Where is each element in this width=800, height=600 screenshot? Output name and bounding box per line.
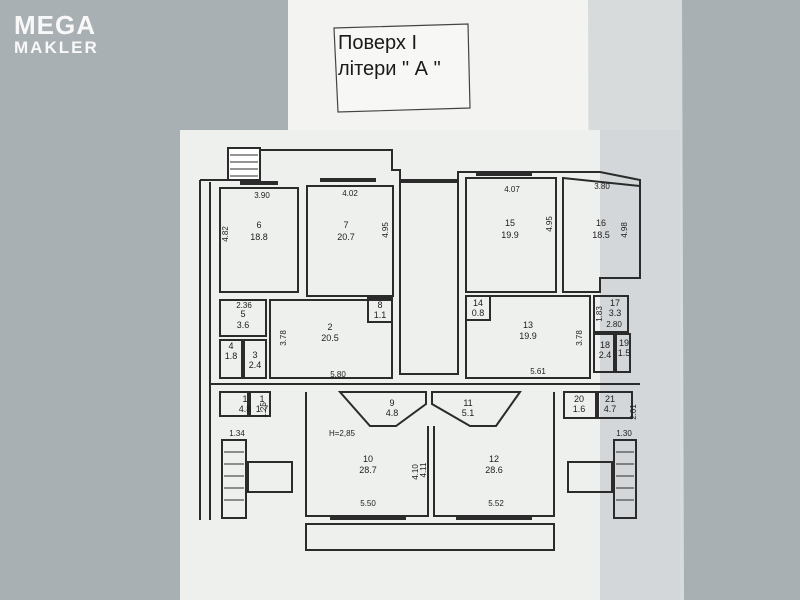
room-17-area: 3.3: [609, 308, 622, 318]
dim-label: 1.30: [616, 429, 632, 438]
room-21-area: 4.7: [604, 404, 617, 414]
room-17-number: 17: [610, 298, 620, 308]
room-11-area: 5.1: [462, 408, 475, 418]
room-9-area: 4.8: [386, 408, 399, 418]
room-10-area: 28.7: [359, 465, 377, 475]
room-4-area: 1.8: [225, 351, 238, 361]
room-19-area: 1.5: [618, 348, 631, 358]
title-box: [333, 23, 471, 113]
dim-label: 2.36: [236, 301, 252, 310]
dim-label: 1.34: [229, 429, 245, 438]
room-19-number: 19: [619, 338, 629, 348]
room-4-number: 4: [228, 341, 233, 351]
dim-label: 5.50: [360, 499, 376, 508]
room-12-number: 12: [489, 454, 499, 464]
room-3-area: 2.4: [249, 360, 262, 370]
room-11-number: 11: [463, 398, 472, 408]
room-18-area: 2.4: [599, 350, 612, 360]
dim-label: 2.80: [606, 320, 622, 329]
dim-label: 4.95: [381, 222, 390, 238]
paper-plan-area: [180, 130, 600, 600]
room-1b-area: 1.7: [256, 404, 269, 414]
room-20-number: 20: [574, 394, 584, 404]
dim-label: 1.25: [259, 402, 268, 418]
dim-label: 2.01: [629, 404, 638, 420]
dim-label: 3.78: [575, 330, 584, 346]
dim-label: 5.52: [488, 499, 504, 508]
room-16-area: 18.5: [592, 230, 610, 240]
dim-label: 4.07: [504, 185, 520, 194]
dim-label: 4.11: [419, 462, 428, 478]
room-15-number: 15: [505, 218, 515, 228]
room-1b-number: 1: [259, 394, 264, 404]
room-3-number: 3: [252, 350, 257, 360]
dim-label: 1.83: [595, 306, 604, 322]
stair-treads: [224, 154, 634, 501]
dim-label: 4.02: [342, 189, 358, 198]
room-8-area: 1.1: [374, 310, 387, 320]
room-7-number: 7: [343, 220, 348, 230]
room-2-number: 2: [327, 322, 332, 332]
dim-label: 3.78: [279, 330, 288, 346]
dim-label: 5.61: [530, 367, 546, 376]
dim-label: 4.82: [221, 226, 230, 242]
room-1a-number: 1: [242, 394, 247, 404]
room-18-number: 18: [600, 340, 610, 350]
dim-label: 3.80: [594, 182, 610, 191]
plan-title-line1: Поверх І: [338, 32, 418, 54]
room-14-number: 14: [473, 298, 483, 308]
room-1a-area: 4.8: [239, 404, 252, 414]
room-2-area: 20.5: [321, 333, 339, 343]
dim-label: 4.98: [620, 222, 629, 238]
ceiling-height-note: H=2,85: [329, 429, 356, 438]
dim-label: 3.90: [254, 191, 270, 200]
dim-label: 4.95: [545, 216, 554, 232]
room-15-area: 19.9: [501, 230, 519, 240]
room-20-area: 1.6: [573, 404, 586, 414]
room-13-area: 19.9: [519, 331, 537, 341]
room-9-number: 9: [389, 398, 394, 408]
room-21-number: 21: [605, 394, 615, 404]
room-14-area: 0.8: [472, 308, 485, 318]
walls: [199, 147, 641, 551]
plan-title-line2: літери " А ": [338, 58, 441, 80]
room-7-area: 20.7: [337, 232, 355, 242]
room-12-area: 28.6: [485, 465, 503, 475]
room-10-number: 10: [363, 454, 373, 464]
room-5-area: 3.6: [237, 320, 250, 330]
room-6-number: 6: [256, 220, 261, 230]
room-8-number: 8: [377, 300, 382, 310]
dim-label: 5.80: [330, 370, 346, 379]
watermark-logo: MEGA MAKLER: [14, 12, 99, 58]
plan-title: Поверх І літери " А ": [338, 30, 468, 82]
room-13-number: 13: [523, 320, 533, 330]
watermark-line2: MAKLER: [14, 38, 99, 57]
room-6-area: 18.8: [250, 232, 268, 242]
dim-label: 4.10: [411, 464, 420, 480]
room-16-number: 16: [596, 218, 606, 228]
watermark-line1: MEGA: [14, 10, 96, 40]
room-5-number: 5: [240, 309, 245, 319]
windows: [240, 172, 532, 520]
